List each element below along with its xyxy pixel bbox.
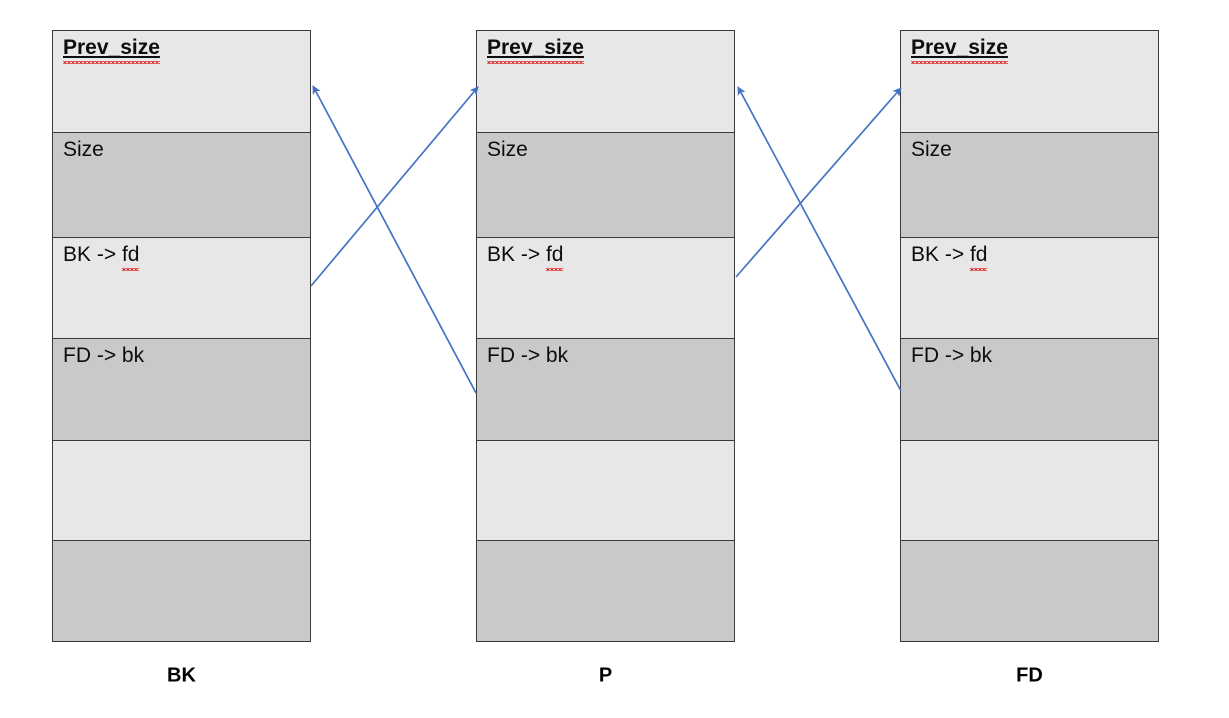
pointer-arrow-fd-fd-bk-to-p-prevsize [737, 86, 902, 392]
chunk-bk-cell-prev-size-label: Prev_size [63, 35, 160, 65]
caption-p: P [598, 664, 613, 687]
chunk-fd-cell-bk-fd[interactable]: BK -> fd [900, 236, 1159, 340]
chunk-bk-cell-prev-size[interactable]: Prev_size [52, 30, 311, 134]
pointer-arrow-bk-fd-to-p-prevsize [310, 86, 479, 287]
chunk-p-cell-prev-size[interactable]: Prev_size [476, 30, 735, 134]
chunk-p-cell-prev-size-label: Prev_size [487, 35, 584, 65]
chunk-block-fd[interactable]: Prev_size Size BK -> fd FD -> bk [900, 30, 1159, 646]
chunk-fd-cell-fd-bk[interactable]: FD -> bk [900, 338, 1159, 442]
chunk-fd-cell-empty-2[interactable] [900, 540, 1159, 643]
chunk-fd-cell-fd-bk-label: FD -> bk [911, 344, 993, 368]
spellcheck-squiggle: fd [969, 242, 987, 272]
chunk-bk-cell-empty-1[interactable] [52, 439, 311, 542]
spellcheck-squiggle: fd [545, 242, 563, 272]
chunk-bk-cell-bk-fd[interactable]: BK -> fd [52, 236, 311, 340]
chunk-block-bk[interactable]: Prev_size Size BK -> fd FD -> bk [52, 30, 311, 646]
chunk-bk-cell-size[interactable]: Size [52, 132, 311, 239]
chunk-bk-cell-size-label: Size [63, 138, 104, 162]
chunk-fd-cell-empty-1[interactable] [900, 439, 1159, 542]
pointer-arrow-p-fd-bk-to-bk-prevsize [312, 85, 477, 394]
chunk-bk-cell-fd-bk-label: FD -> bk [63, 344, 145, 368]
caption-bk: BK [167, 664, 196, 687]
pointer-arrow-p-bk-fd-to-fd-prevsize [735, 87, 902, 278]
chunk-p-cell-bk-fd-label: BK -> fd [487, 242, 563, 272]
chunk-fd-cell-size[interactable]: Size [900, 132, 1159, 239]
caption-fd: FD [1016, 664, 1043, 687]
chunk-p-cell-empty-1[interactable] [476, 439, 735, 542]
chunk-p-cell-size-label: Size [487, 138, 528, 162]
chunk-fd-cell-prev-size-label: Prev_size [911, 35, 1008, 65]
chunk-fd-cell-bk-fd-label: BK -> fd [911, 242, 987, 272]
chunk-bk-cell-empty-2[interactable] [52, 540, 311, 643]
chunk-p-cell-bk-fd[interactable]: BK -> fd [476, 236, 735, 340]
chunk-block-p[interactable]: Prev_size Size BK -> fd FD -> bk [476, 30, 735, 646]
chunk-bk-cell-bk-fd-label: BK -> fd [63, 242, 139, 272]
spellcheck-squiggle: fd [121, 242, 139, 272]
chunk-p-cell-fd-bk[interactable]: FD -> bk [476, 338, 735, 442]
chunk-p-cell-empty-2[interactable] [476, 540, 735, 643]
chunk-fd-cell-size-label: Size [911, 138, 952, 162]
chunk-p-cell-fd-bk-label: FD -> bk [487, 344, 569, 368]
chunk-bk-cell-fd-bk[interactable]: FD -> bk [52, 338, 311, 442]
chunk-p-cell-size[interactable]: Size [476, 132, 735, 239]
chunk-fd-cell-prev-size[interactable]: Prev_size [900, 30, 1159, 134]
